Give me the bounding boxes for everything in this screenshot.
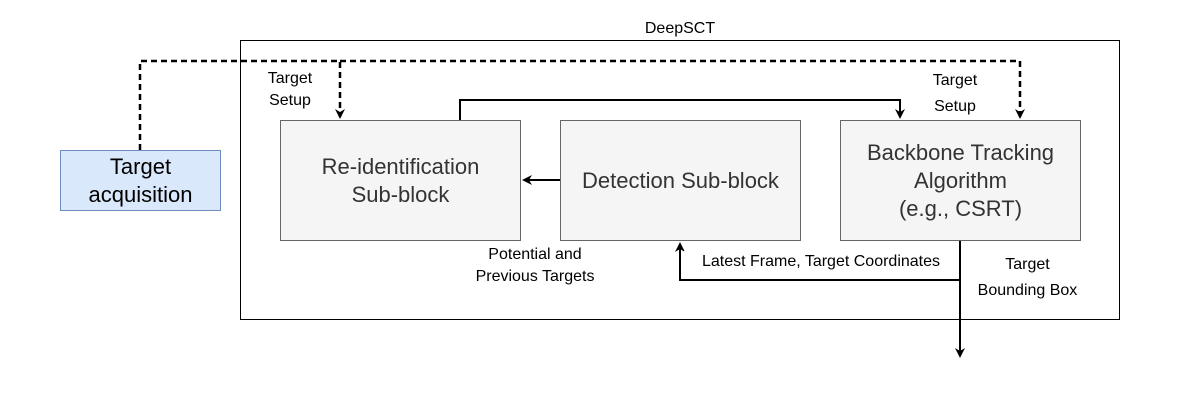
- reidentification-label: Re-identification Sub-block: [321, 153, 480, 207]
- detection-label: Detection Sub-block: [582, 167, 779, 193]
- deepsct-title: DeepSCT: [644, 20, 716, 37]
- detection-node: Detection Sub-block: [560, 120, 801, 241]
- backbone-label: Backbone Tracking Algorithm (e.g., CSRT): [866, 139, 1055, 221]
- target-bounding-box-label: Target Bounding Box: [977, 256, 1078, 299]
- target-setup-left-label: Target Setup: [267, 70, 313, 109]
- latest-frame-label: Latest Frame, Target Coordinates: [684, 251, 958, 273]
- backbone-node: Backbone Tracking Algorithm (e.g., CSRT): [840, 120, 1081, 241]
- deepsct-container: [240, 40, 1120, 320]
- target-setup-right-label: Target Setup: [932, 72, 978, 115]
- potential-previous-label: Potential and Previous Targets: [475, 246, 595, 285]
- reidentification-node: Re-identification Sub-block: [280, 120, 521, 241]
- target-acquisition-node: Target acquisition: [60, 150, 221, 211]
- target-acquisition-label: Target acquisition: [88, 153, 193, 207]
